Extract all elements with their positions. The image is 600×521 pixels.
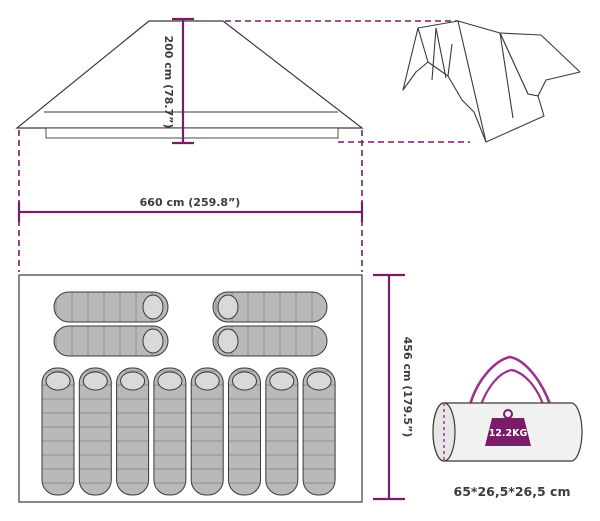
bag-size-label: 65*26,5*26,5 cm [454,484,571,499]
projection-lines [18,20,470,272]
sleeping-bag [190,367,224,496]
sleeping-bag [265,367,299,496]
sleeping-bag [212,291,328,323]
tent-side-view [402,20,581,143]
sleeping-bag [116,367,150,496]
depth-dimension: 456 cm (179.5”) [373,273,414,501]
weight-icon: 12.2KG [485,409,531,446]
sleeping-bag [153,367,187,496]
bag-handle-left [466,355,555,415]
bag-weight-label: 12.2KG [489,428,528,439]
sleeping-bags [41,291,336,496]
height-dimension: 200 cm (78.7”) [162,17,194,145]
sleeping-bag [228,367,261,496]
width-label: 660 cm (259.8”) [140,196,241,209]
sleeping-bag [78,367,112,496]
width-dimension: 660 cm (259.8”) [17,196,364,222]
bag-handle-right [476,368,548,417]
tent-front-view [15,20,364,139]
depth-label: 456 cm (179.5”) [401,337,414,438]
sleeping-bag [53,291,169,323]
sleeping-bag [53,325,169,357]
sleeping-bag [41,367,75,496]
sleeping-bag [212,325,328,357]
floor-plan [18,274,363,503]
sleeping-bag [302,367,336,496]
carry-bag: 12.2KG 65*26,5*26,5 cm [432,355,583,499]
height-label: 200 cm (78.7”) [162,35,175,128]
